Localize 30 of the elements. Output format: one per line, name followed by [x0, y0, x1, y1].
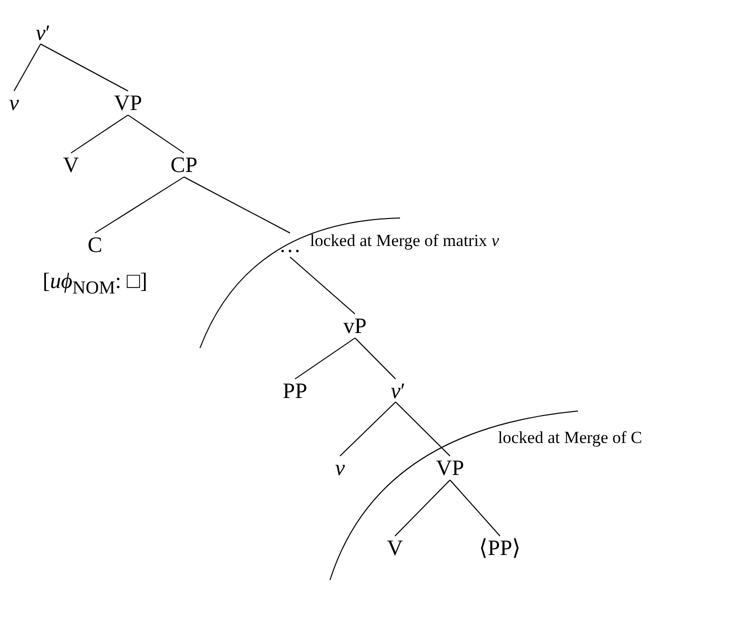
tree-branch	[128, 114, 184, 154]
category-label: V	[387, 535, 403, 561]
annotation-text: locked at Merge of C	[498, 427, 642, 449]
tree-branch	[294, 338, 356, 380]
category-label: ⟨PP⟩	[478, 535, 522, 561]
category-label: …	[279, 232, 301, 258]
category-label: CP	[170, 152, 198, 178]
category-label: VP	[114, 90, 142, 116]
tree-branch	[395, 402, 450, 456]
tree-branch	[184, 176, 290, 234]
category-label: v	[335, 455, 345, 481]
annotation-text: locked at Merge of matrix v	[310, 230, 499, 252]
category-label: v′	[36, 20, 50, 46]
category-label: VP	[436, 455, 464, 481]
category-label: V	[63, 152, 79, 178]
tree-branch	[450, 480, 500, 536]
tree-branch	[290, 256, 356, 314]
feature-label: [uϕ$_{NOM}$: □]	[42, 268, 148, 300]
tree-branch	[394, 480, 450, 536]
tree-branch	[340, 402, 396, 456]
tree-branch	[40, 44, 128, 92]
category-label: PP	[282, 378, 308, 404]
category-label: v′	[390, 378, 406, 404]
tree-branch	[94, 176, 184, 234]
category-label: vP	[343, 313, 367, 339]
category-label: C	[86, 232, 104, 258]
tree-branch	[14, 44, 42, 92]
tree-branch	[70, 114, 128, 154]
category-label: v	[9, 90, 19, 116]
tree-branch	[354, 338, 396, 380]
